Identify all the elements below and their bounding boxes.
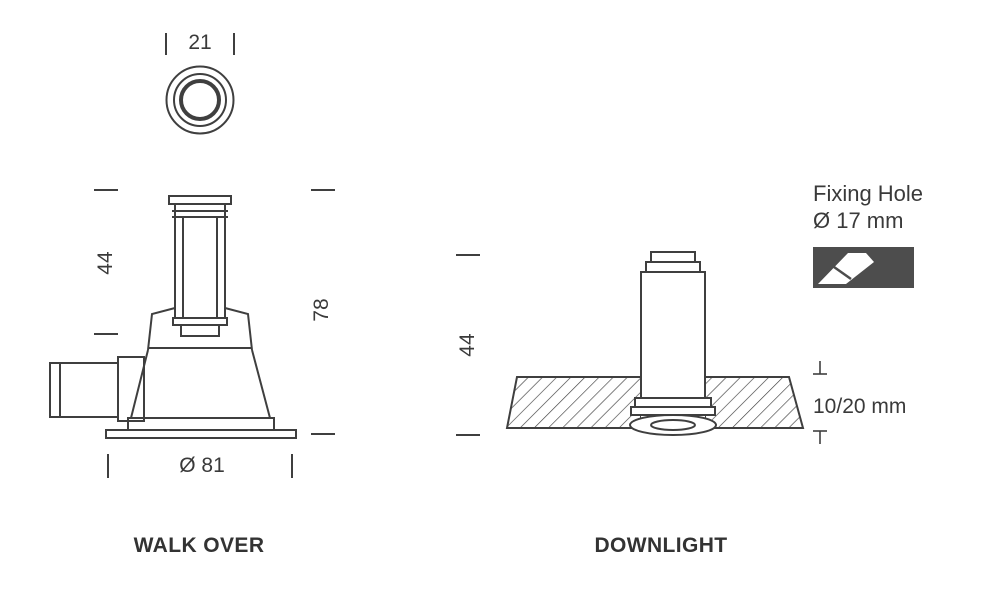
downlight-drawing (505, 251, 805, 436)
walkover-title: WALK OVER (133, 534, 265, 557)
downlight-title: DOWNLIGHT (594, 534, 728, 557)
fixing-hole-icon (813, 247, 914, 288)
downlight-height-44-dim: 44 (456, 333, 479, 357)
downlight-dimension-ticks (456, 254, 480, 436)
walkover-base-diameter-dim: Ø 81 (179, 454, 225, 477)
walkover-height-78-dim: 78 (310, 298, 333, 322)
walkover-side-view-drawing (49, 195, 297, 439)
walkover-height-44-dim: 44 (94, 251, 117, 275)
panel-thickness-marks (813, 361, 827, 444)
downlight-panel-thickness-dim: 10/20 mm (813, 395, 907, 418)
fixing-hole-diameter-label: Ø 17 mm (813, 208, 904, 233)
fixing-hole-label: Fixing Hole (813, 181, 924, 206)
walkover-top-width-dim: 21 (188, 31, 212, 54)
walkover-dimension-ticks (94, 33, 335, 478)
walkover-top-view-drawing (165, 65, 235, 135)
